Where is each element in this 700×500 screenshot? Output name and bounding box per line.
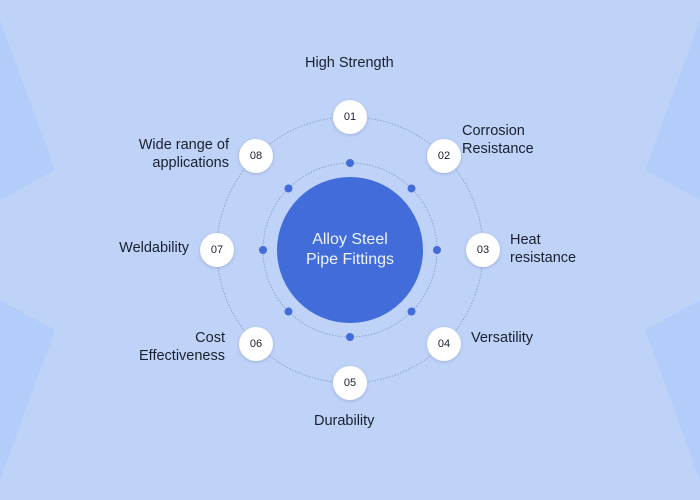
ring-dot bbox=[407, 307, 416, 316]
label-07: Weldability bbox=[119, 240, 189, 256]
node-08: 08 bbox=[238, 138, 273, 173]
ring-dot bbox=[284, 307, 293, 316]
label-04: Versatility bbox=[471, 330, 534, 346]
node-05: 05 bbox=[333, 366, 367, 400]
ring-dot bbox=[433, 246, 441, 254]
node-02: 02 bbox=[427, 138, 462, 173]
label-05: Durability bbox=[314, 413, 375, 429]
label-01: High Strength bbox=[305, 55, 394, 71]
ring-dot bbox=[284, 184, 293, 193]
node-06: 06 bbox=[238, 327, 273, 362]
title-line-1: Alloy Steel bbox=[312, 231, 388, 248]
node-04: 04 bbox=[427, 327, 462, 362]
node-07: 07 bbox=[200, 233, 234, 267]
title-line-2: Pipe Fittings bbox=[305, 251, 395, 268]
node-03: 03 bbox=[466, 233, 500, 267]
node-01: 01 bbox=[333, 100, 367, 134]
ring-dot bbox=[346, 159, 354, 167]
ring-dot bbox=[259, 246, 267, 254]
ring-dot bbox=[346, 333, 354, 341]
ring-dot bbox=[407, 184, 416, 193]
